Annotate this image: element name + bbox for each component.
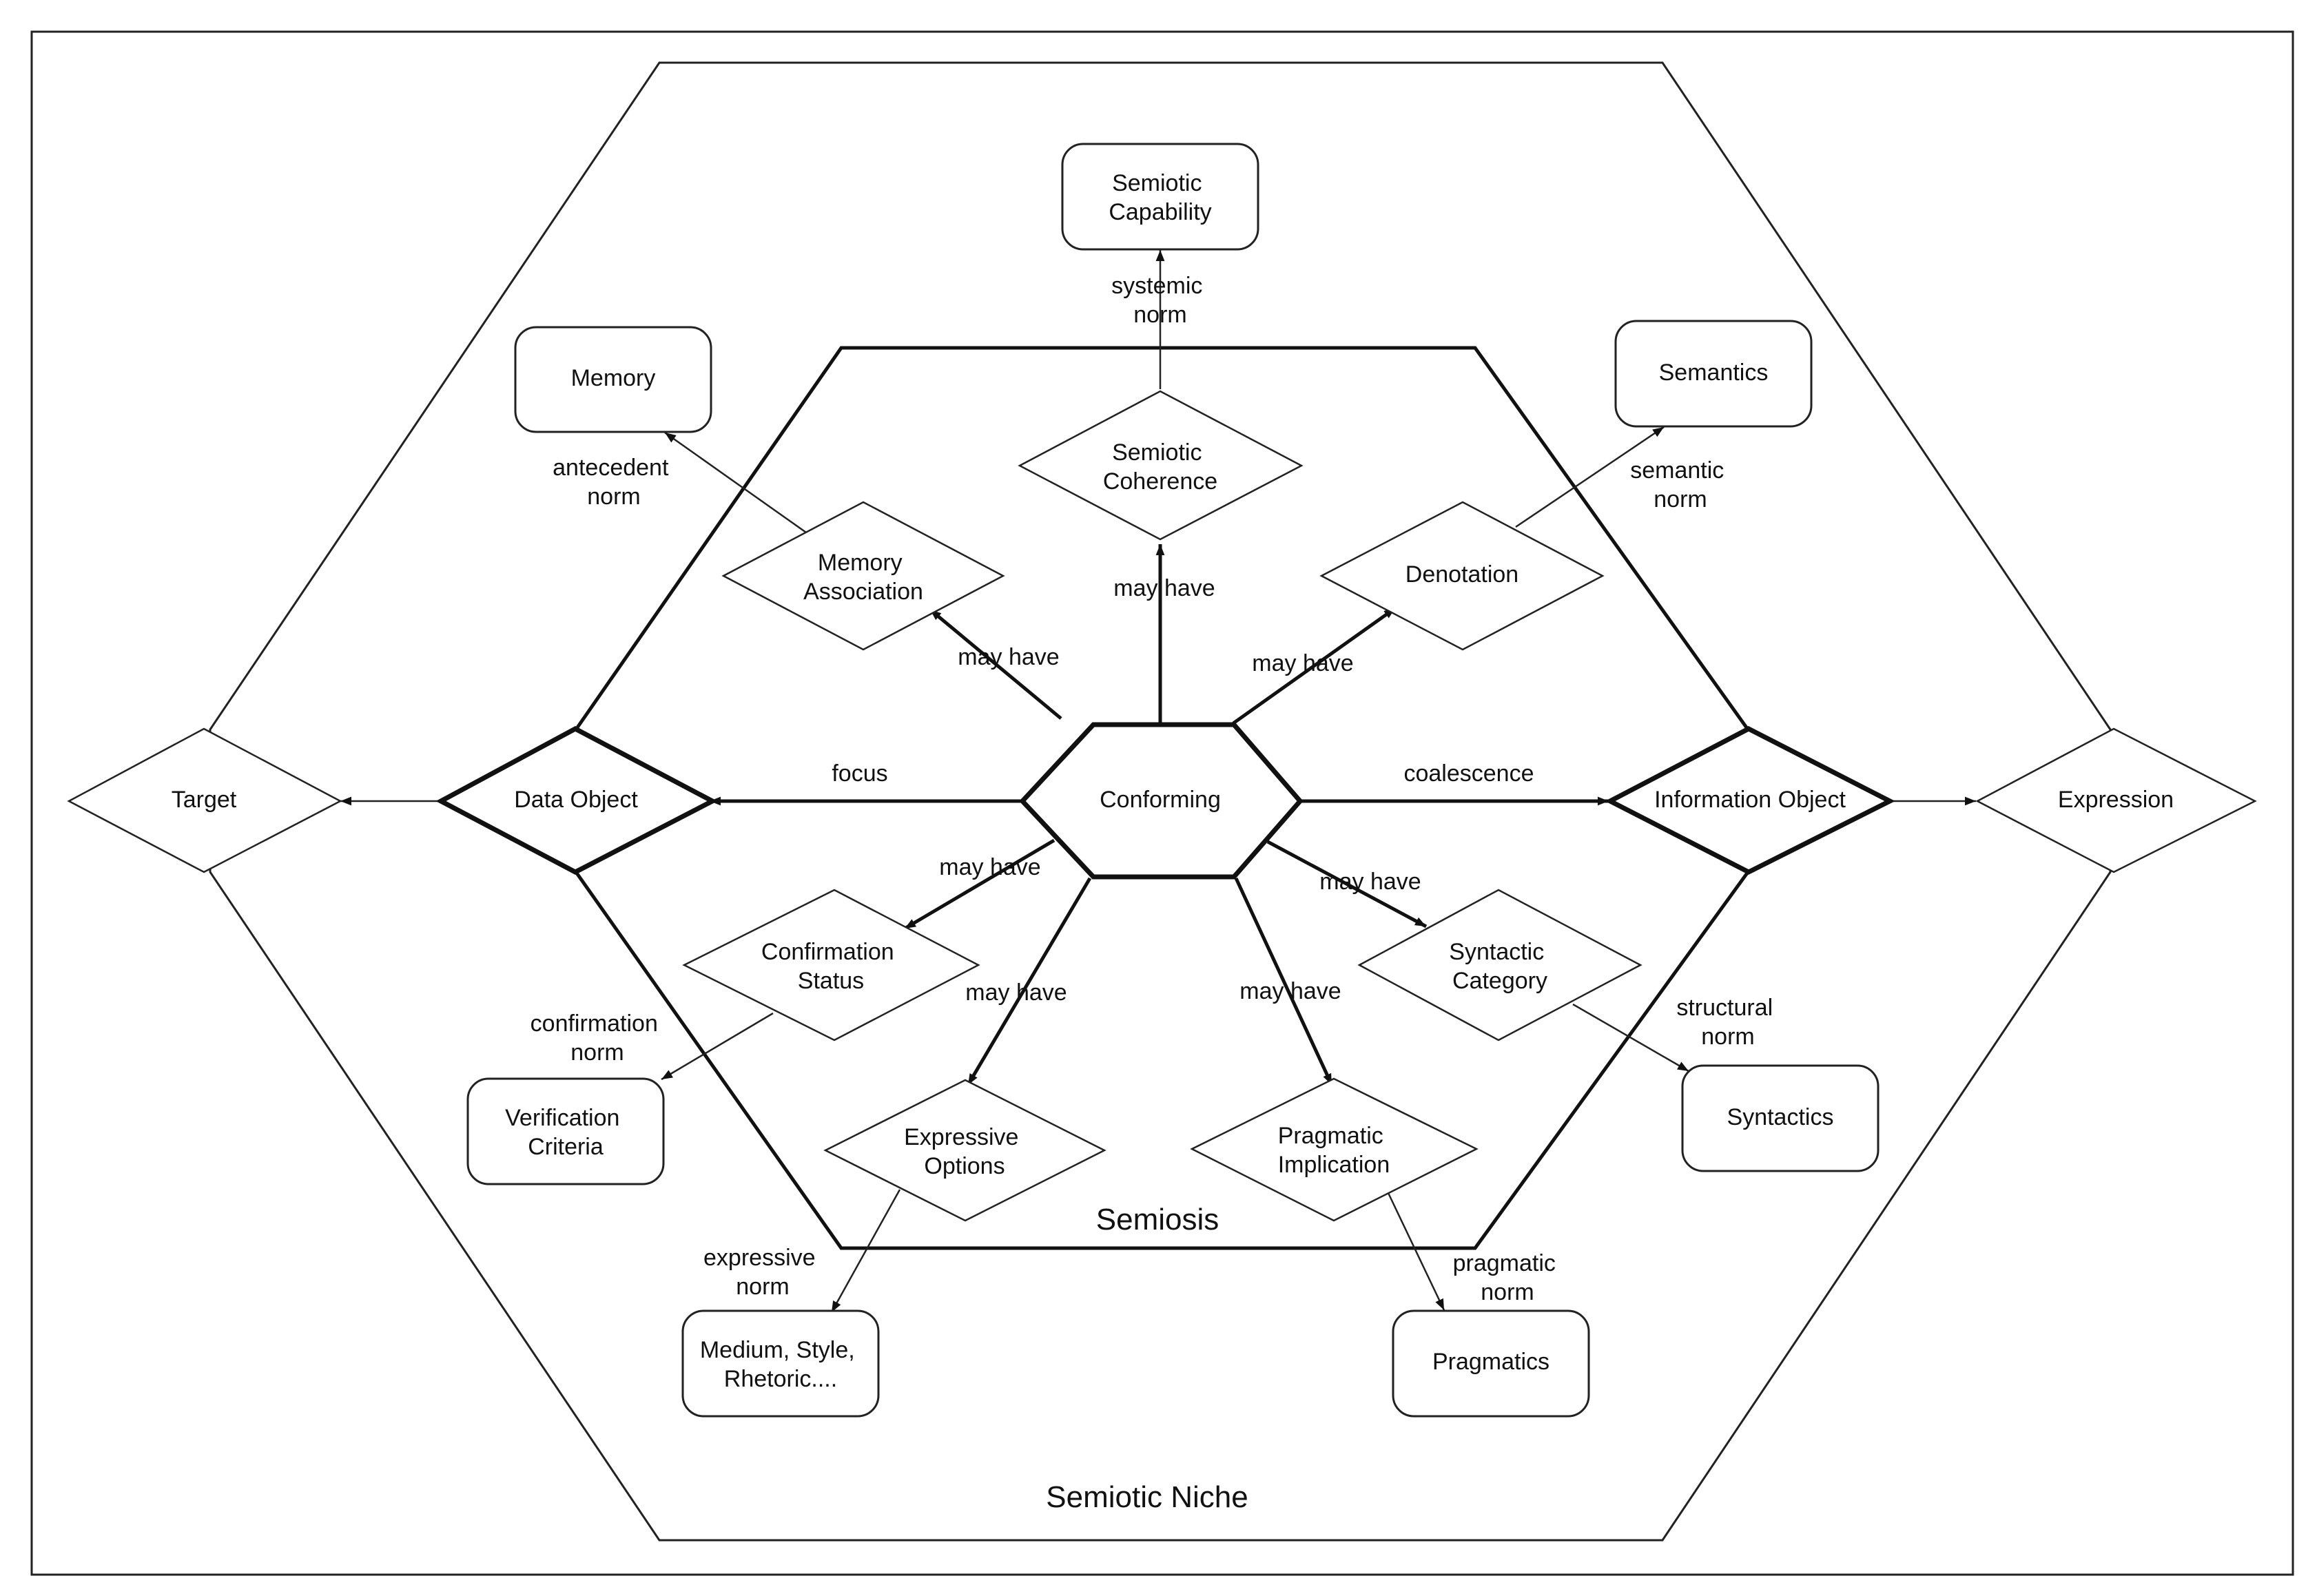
semiosis-title: Semiosis	[1096, 1203, 1219, 1236]
semantics-box-label: Semantics	[1659, 360, 1769, 386]
antecedent-norm-edge	[664, 431, 807, 534]
memory-box[interactable]	[514, 326, 712, 433]
edges	[340, 250, 1976, 1313]
medium-style-rhetoric-box[interactable]	[681, 1309, 880, 1418]
may-have-pragmatic-implication-edge	[1234, 877, 1334, 1086]
may-have-label-denotation: may have	[1252, 650, 1353, 676]
verification-criteria-label: Verification Criteria	[505, 1105, 626, 1160]
semantics-box[interactable]	[1614, 320, 1813, 428]
target-node[interactable]	[67, 727, 342, 873]
may-have-label-syntactic-category: may have	[1319, 869, 1421, 895]
confirmation-status-label: Confirmation Status	[761, 939, 900, 994]
expressive-options-node[interactable]	[823, 1079, 1106, 1222]
syntactic-category-node[interactable]	[1357, 889, 1643, 1041]
structural-norm-edge	[1572, 1003, 1689, 1072]
memory-box-label: Memory	[571, 365, 656, 391]
information-object-node[interactable]	[1605, 726, 1895, 875]
target-label: Target	[172, 787, 237, 813]
expressive-norm-label: expressive norm	[703, 1245, 822, 1300]
may-have-expressive-options-edge	[966, 877, 1092, 1086]
may-have-denotation-edge	[1232, 606, 1397, 725]
expressive-norm-edge	[830, 1189, 901, 1313]
confirmation-norm-edge	[661, 1012, 774, 1081]
information-object-label: Information Object	[1654, 787, 1846, 813]
may-have-memory-association-edge	[929, 608, 1062, 720]
diagram-frame	[30, 30, 2294, 1576]
denotation-node[interactable]	[1319, 501, 1605, 651]
semiotic-capability-box[interactable]	[1061, 143, 1259, 251]
may-have-label-pragmatic-implication: may have	[1239, 978, 1341, 1004]
pragmatics-box[interactable]	[1392, 1309, 1590, 1418]
memory-association-node[interactable]	[721, 501, 1005, 651]
expression-node[interactable]	[1975, 727, 2257, 873]
memory-association-label: Memory Association	[803, 550, 923, 605]
may-have-label-expressive-options: may have	[965, 980, 1067, 1006]
may-have-label-semiotic-coherence: may have	[1113, 575, 1215, 601]
confirmation-status-node[interactable]	[682, 889, 980, 1041]
data-object-label: Data Object	[514, 787, 638, 813]
syntactics-box[interactable]	[1681, 1064, 1880, 1172]
pragmatic-norm-label: pragmatic norm	[1453, 1250, 1563, 1305]
coalescence-label: coalescence	[1403, 760, 1534, 787]
may-have-label-memory-association: may have	[958, 644, 1059, 670]
may-have-label-confirmation-status: may have	[939, 854, 1040, 880]
confirmation-norm-label: confirmation norm	[531, 1011, 665, 1066]
may-have-syntactic-category-edge	[1266, 840, 1428, 929]
pragmatic-norm-edge	[1387, 1192, 1445, 1311]
focus-label: focus	[832, 760, 887, 787]
semiotic-capability-label: Semiotic Capability	[1109, 170, 1211, 225]
pragmatics-box-label: Pragmatics	[1432, 1349, 1549, 1375]
denotation-label: Denotation	[1405, 561, 1518, 588]
structural-norm-label: structural norm	[1676, 995, 1779, 1050]
semantic-norm-edge	[1515, 426, 1665, 528]
systemic-norm-label: systemic norm	[1111, 273, 1209, 328]
semiotic-coherence-label: Semiotic Coherence	[1103, 439, 1217, 495]
semantic-norm-label: semantic norm	[1630, 457, 1731, 512]
expressive-options-label: Expressive Options	[904, 1124, 1025, 1179]
semiotic-coherence-node[interactable]	[1018, 390, 1304, 541]
may-have-confirmation-status-edge	[903, 838, 1055, 931]
syntactics-box-label: Syntactics	[1727, 1104, 1834, 1130]
medium-style-rhetoric-label: Medium, Style, Rhetoric....	[700, 1337, 861, 1392]
syntactic-category-label: Syntactic Category	[1449, 939, 1550, 994]
verification-criteria-box[interactable]	[466, 1077, 665, 1185]
semiotic-niche-title: Semiotic Niche	[1046, 1480, 1248, 1514]
conforming-node[interactable]	[1019, 722, 1304, 880]
pragmatic-implication-node[interactable]	[1190, 1077, 1479, 1222]
pragmatic-implication-label: Pragmatic Implication	[1278, 1123, 1390, 1178]
antecedent-norm-label: antecedent norm	[553, 455, 675, 510]
conforming-label: Conforming	[1100, 787, 1221, 813]
expression-label: Expression	[2058, 787, 2174, 813]
data-object-node[interactable]	[435, 726, 718, 875]
